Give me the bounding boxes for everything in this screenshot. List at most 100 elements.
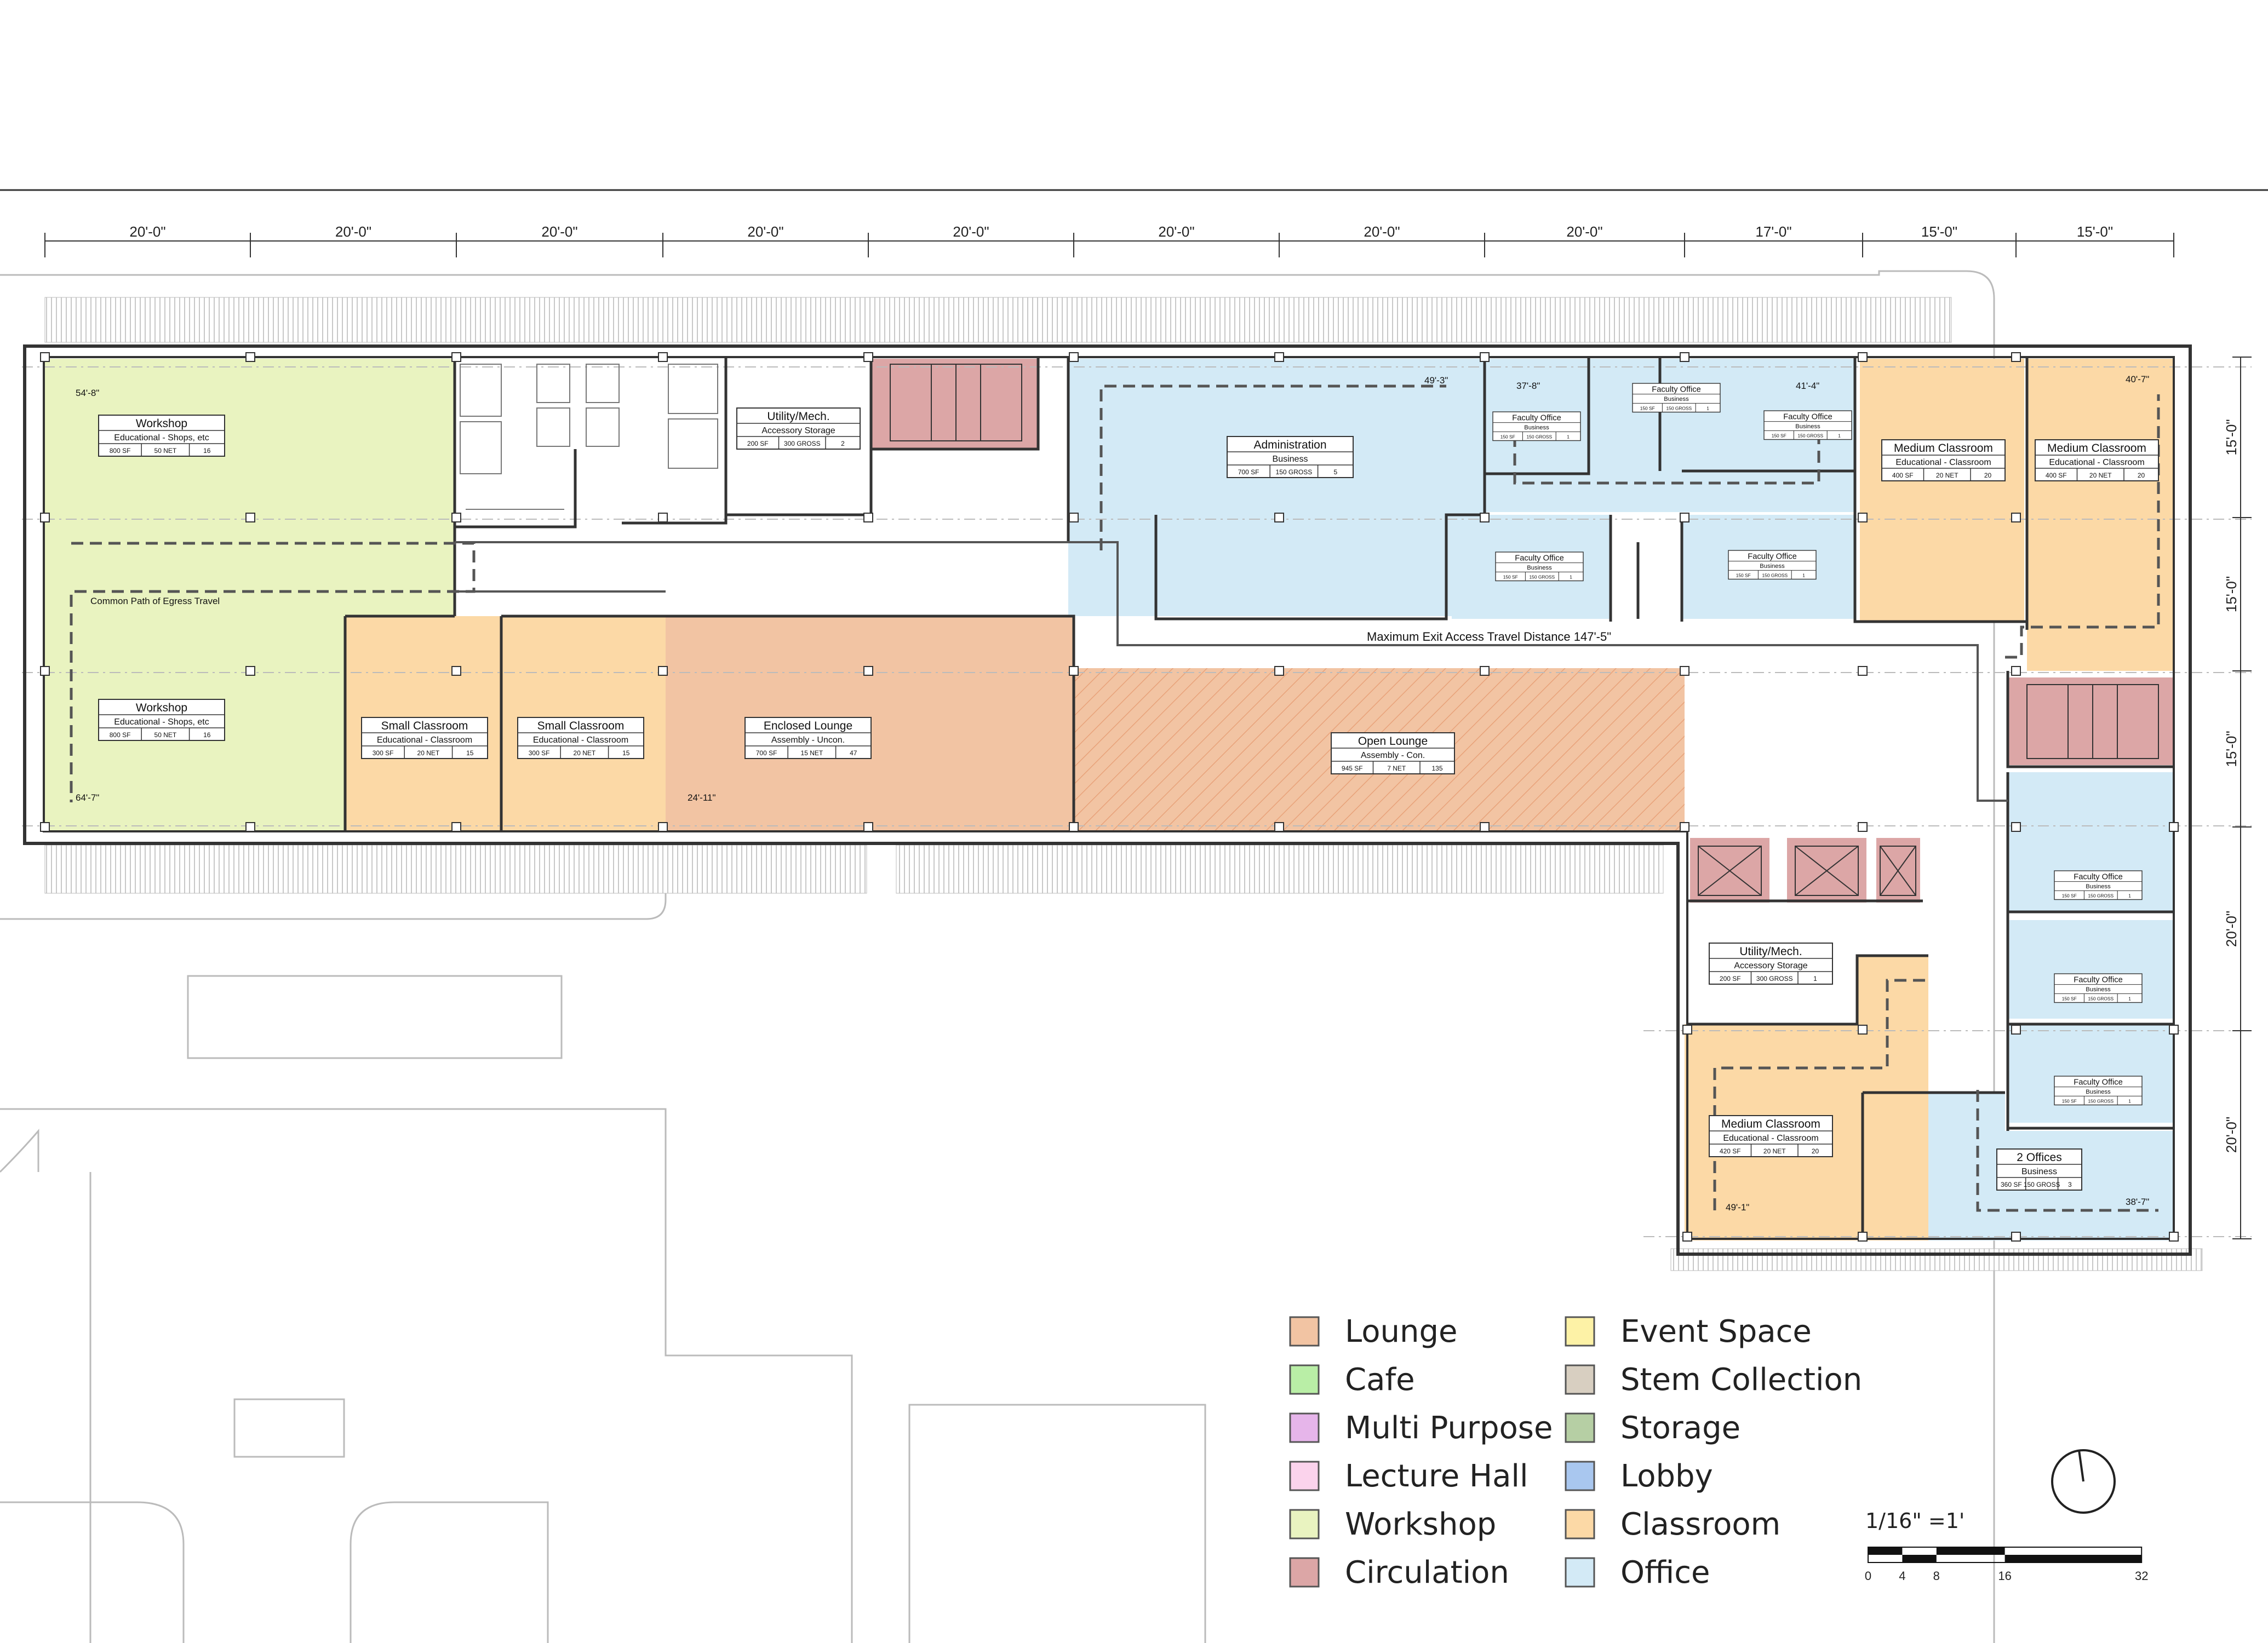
room-load-factor: 150 GROSS [1798,433,1824,438]
room-occupants: 20 [1812,1147,1819,1155]
room-name: Utility/Mech. [1739,945,1802,958]
room-load-factor: 20 NET [1936,472,1958,479]
elevator-crosses [1698,846,1916,896]
room-occupants: 3 [2068,1181,2072,1188]
dim-label-top: 20'-0" [953,223,989,240]
column [2169,1232,2179,1242]
corridor-outline [455,541,2008,802]
room-area: 800 SF [110,447,131,455]
room-occupants: 1 [1838,433,1841,438]
column [2011,1232,2021,1242]
column [2011,1025,2021,1035]
room-occupants: 16 [203,731,211,739]
scale-tick-label: 32 [2135,1569,2148,1583]
dim-label-top: 17'-0" [1755,223,1791,240]
room-occupancy: Business [1273,455,1308,464]
room-name: Faculty Office [2074,975,2123,984]
room-occupants: 15 [622,749,630,757]
room-occupancy: Business [1760,563,1785,570]
column [1682,1232,1692,1242]
office-east-c [2008,1024,2175,1123]
column [1858,822,1868,832]
louvers [44,297,2203,1271]
dim-label-top: 20'-0" [541,223,577,240]
dimensions-top: 20'-0"20'-0"20'-0"20'-0"20'-0"20'-0"20'-… [44,223,2174,257]
room-occupancy: Business [1664,396,1689,403]
dim-label-right: 15'-0" [2223,731,2240,767]
room-occupants: 16 [203,447,211,455]
column [1682,1025,1692,1035]
room-name: Utility/Mech. [767,410,829,423]
room-occupants: 1 [2128,1098,2131,1104]
site-context [0,270,1995,1643]
room-occupants: 1 [2128,893,2131,898]
column [451,666,461,676]
room-name: 2 Offices [2017,1151,2061,1164]
dim-label-64: 64'-7" [76,792,99,803]
room-name: Workshop [136,417,187,430]
restroom-area [455,359,726,523]
room-name: Faculty Office [1512,413,1561,422]
column [1680,513,1689,522]
room-name: Faculty Office [2074,1078,2123,1087]
legend-swatch [1565,1557,1595,1588]
column [863,352,873,362]
column [245,666,255,676]
room-area: 945 SF [1342,765,1363,772]
legend-swatch [1289,1557,1320,1588]
dim-label-54: 54'-8" [76,388,99,398]
room-name: Faculty Office [1652,385,1701,394]
room-occupancy: Educational - Shops, etc [114,717,209,727]
column [245,513,255,522]
column [1858,1025,1868,1035]
column [863,822,873,832]
column [245,822,255,832]
column [451,822,461,832]
legend-label: Office [1620,1555,1710,1590]
room-load-factor: 150 GROSS [2088,996,2114,1001]
legend-label: Workshop [1345,1507,1496,1542]
legend-label: Lobby [1620,1458,1713,1494]
room-occupancy: Educational - Shops, etc [114,433,209,443]
room-occupants: 135 [1431,765,1442,772]
room-name: Medium Classroom [1894,442,1993,455]
room-occupants: 1 [2128,996,2131,1001]
column [863,666,873,676]
column [40,666,50,676]
scale-tick-label: 0 [1865,1569,1871,1583]
column [1480,352,1490,362]
room-occupancy: Educational - Classroom [1895,458,1991,467]
room-occupants: 2 [841,440,845,447]
room-occupancy: Educational - Classroom [2049,458,2144,467]
column [1680,666,1689,676]
legend-label: Storage [1620,1410,1740,1446]
note-max-travel: Maximum Exit Access Travel Distance 147'… [1367,630,1611,644]
room-area: 150 SF [1503,574,1518,579]
column [1480,666,1490,676]
room-occupancy: Business [2086,883,2111,890]
med-class-south-n [1857,956,1928,1240]
dim-label-top: 15'-0" [1921,223,1957,240]
room-area: 300 SF [529,749,550,757]
column [1858,1232,1868,1242]
legend-swatch [1565,1316,1595,1347]
column [1069,352,1079,362]
room-occupants: 1 [1570,574,1572,579]
legend-swatch [1289,1364,1320,1395]
room-occupancy: Business [1524,424,1549,431]
column [1858,513,1868,522]
column [1480,513,1490,522]
column [1274,352,1284,362]
room-occupants: 15 [466,749,474,757]
room-area: 400 SF [1892,472,1914,479]
legend-swatch [1565,1461,1595,1491]
